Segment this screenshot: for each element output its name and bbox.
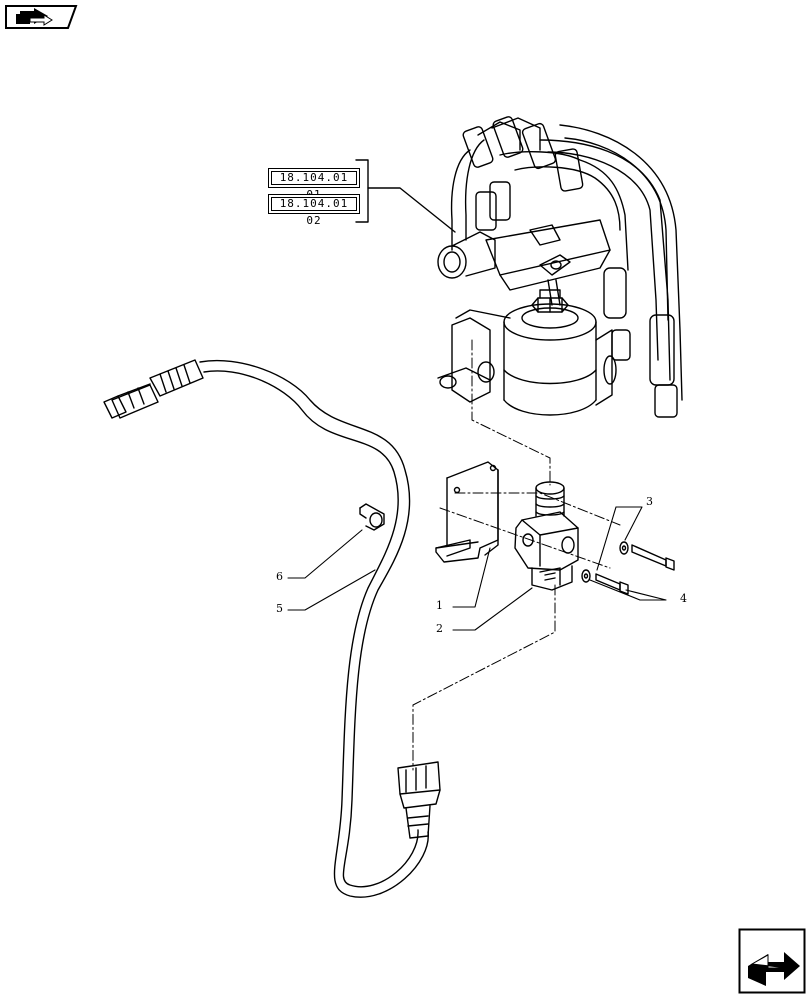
reference-bracket <box>355 159 369 223</box>
solenoid-valve <box>514 481 579 591</box>
wiring-harness <box>103 359 441 898</box>
washer-4 <box>581 569 591 583</box>
reference-link-1[interactable]: 18.104.01 01 <box>268 168 360 201</box>
callout-1: 1 <box>436 599 443 612</box>
callout-4: 4 <box>680 592 687 605</box>
callout-3: 3 <box>646 495 653 508</box>
callout-leaders <box>287 506 667 631</box>
alignment-line-bolt-4 <box>439 507 611 569</box>
bolt-4 <box>595 573 629 595</box>
bolt-3 <box>631 544 675 571</box>
reference-link-2[interactable]: 18.104.01 02 <box>268 194 360 227</box>
callout-6: 6 <box>276 570 283 583</box>
reference-code-2: 18.104.01 02 <box>279 197 349 227</box>
cable-clip <box>359 503 385 531</box>
next-page-button[interactable] <box>738 928 806 994</box>
previous-page-icon <box>5 5 78 29</box>
reference-leader-line <box>367 187 456 233</box>
next-page-icon <box>738 928 806 994</box>
valve-assembly <box>437 116 683 418</box>
previous-page-button[interactable] <box>4 4 78 30</box>
callout-2: 2 <box>436 622 443 635</box>
mounting-bracket <box>435 461 499 563</box>
washer-3 <box>619 541 629 555</box>
callout-5: 5 <box>276 602 283 615</box>
alignment-line-bolt-3 <box>454 492 621 526</box>
alignment-line-connector <box>412 584 556 771</box>
alignment-line-upper <box>471 339 551 486</box>
